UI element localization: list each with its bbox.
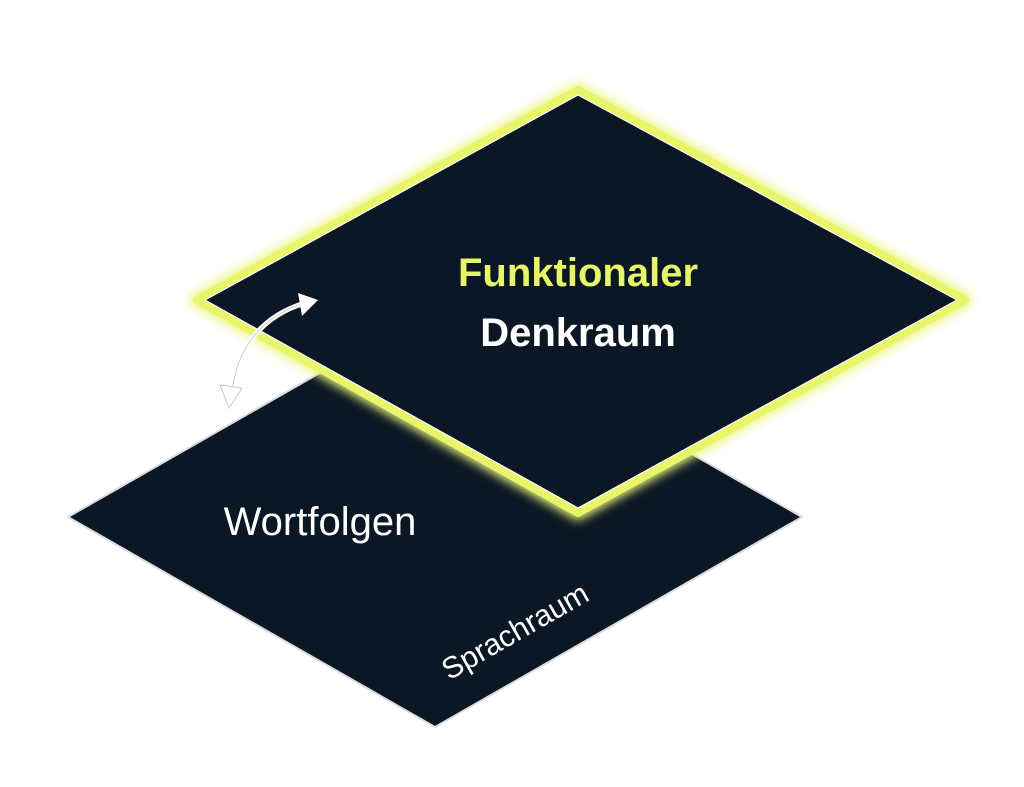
lower-plane-title: Wortfolgen [224,500,417,544]
upper-plane-title-line1: Funktionaler [458,251,698,295]
upper-plane-title-line2: Denkraum [480,311,676,355]
upper-plane: Funktionaler Denkraum [190,83,972,520]
curved-double-arrow-icon [219,293,318,410]
